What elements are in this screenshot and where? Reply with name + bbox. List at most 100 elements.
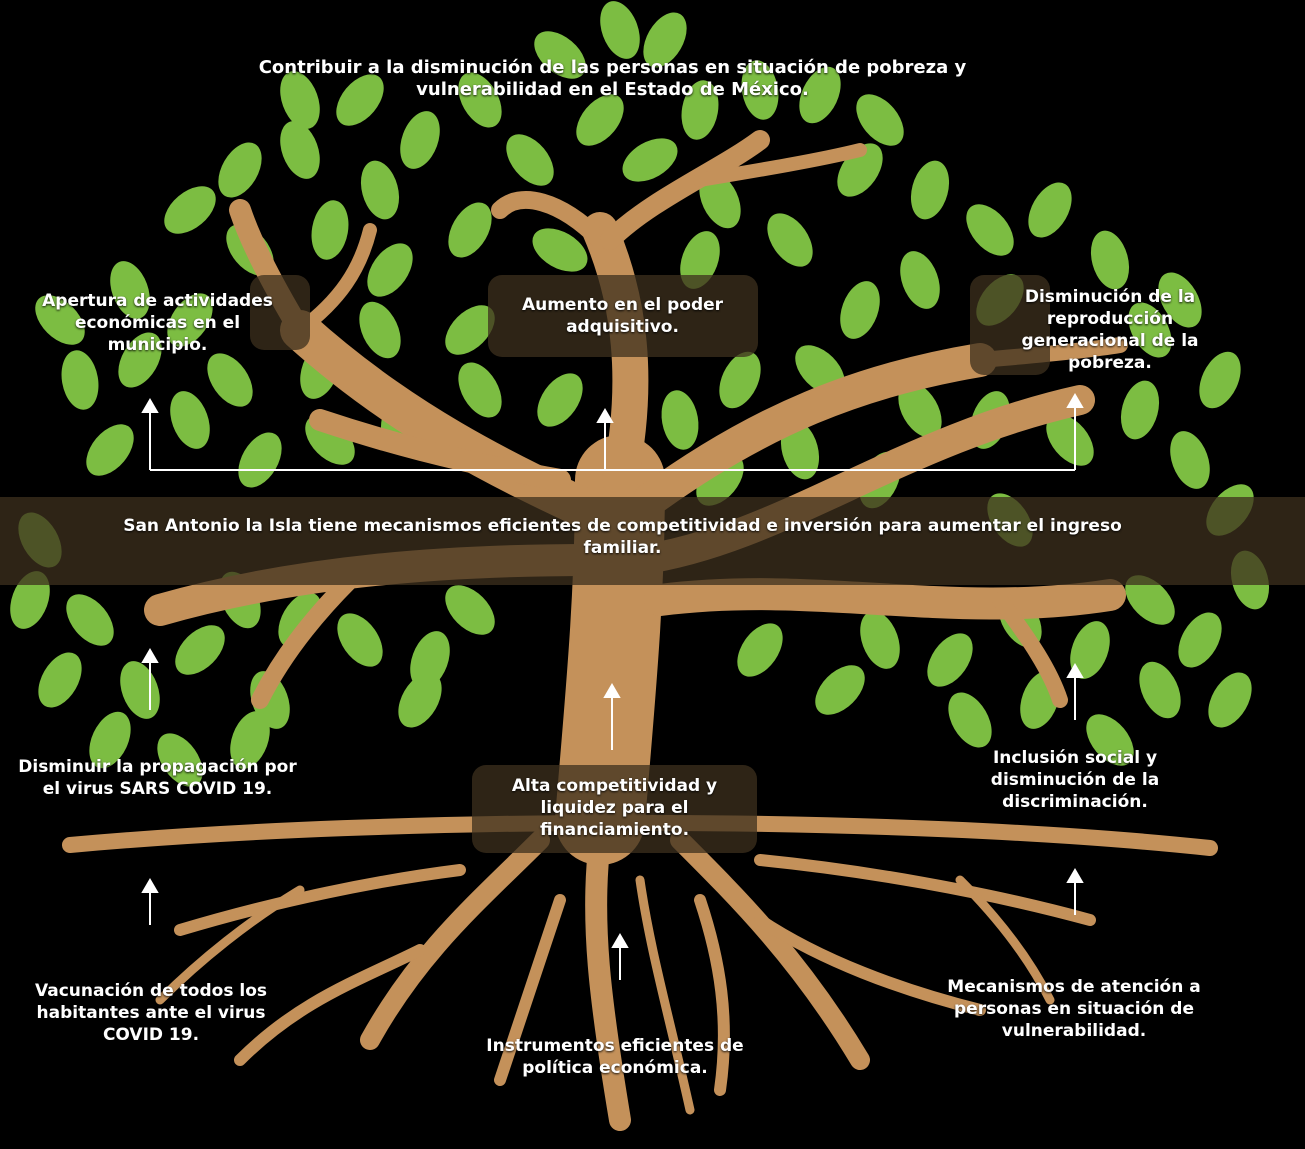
effect-left-text: Apertura de actividades económicas en el… [42,291,273,355]
leaf [840,281,880,339]
leaf [360,160,400,220]
leaf [1199,351,1241,409]
leaf [167,293,213,347]
leaf [398,672,442,728]
leaf [799,66,841,124]
leaf [445,585,495,635]
leaf [89,711,131,769]
leaf [661,390,699,450]
connector-arrows [141,393,1084,980]
leaf [699,171,741,229]
leaf [966,204,1014,256]
leaf [458,362,502,418]
leaf [927,633,973,687]
leaf [898,382,942,438]
arrow-up-icon [1066,663,1084,678]
leaf [448,202,492,258]
leaf [1120,380,1160,440]
leaf [910,160,950,220]
leaf [1178,612,1222,668]
purpose-band [0,497,1305,585]
leaf [337,613,383,667]
leaf [66,594,114,646]
leaf [1139,661,1181,719]
leaf [61,350,99,410]
leaf [38,652,82,708]
leaf [175,625,225,675]
leaf [367,243,413,297]
leaf [311,200,349,260]
leaf [681,80,719,140]
leaf [600,1,640,59]
leaf [532,228,588,272]
leaf [86,424,134,476]
effect-left-band [250,275,310,350]
effect-center-text: Aumento en el poder adquisitivo. [521,295,724,337]
arrow-up-icon [596,408,614,423]
leaf [860,611,900,669]
leaf [1170,431,1210,489]
leaf [1086,714,1134,766]
leaf [737,623,783,677]
leaf [230,711,270,769]
activity-right-text: Mecanismos de atención a personas en sit… [947,977,1201,1041]
component-center-text: Alta competitividad y liquidez para el f… [511,776,718,840]
leaf [537,373,583,427]
leaf [1046,414,1094,466]
purpose-text: San Antonio la Isla tiene mecanismos efi… [123,516,1122,558]
component-left-text: Disminuir la propagación por el virus SA… [18,757,297,799]
leaf [35,295,85,345]
leaf [445,305,495,355]
leaf [1208,672,1252,728]
arrow-up-icon [1066,868,1084,883]
arrow-up-icon [1066,393,1084,408]
leaf [207,353,253,407]
activity-left-text: Vacunación de todos los habitantes ante … [35,981,267,1045]
leaf [506,134,554,186]
arrow-up-icon [141,878,159,893]
leaf [741,60,779,120]
leaf [900,251,940,309]
arrow-up-icon [603,683,621,698]
leaf [643,12,687,68]
arrow-up-icon [141,648,159,663]
goal-text: Contribuir a la disminución de las perso… [258,57,967,100]
leaf [680,231,720,289]
leaf [10,571,50,629]
leaf [1158,272,1202,328]
leaf [170,391,210,449]
leaf [815,665,865,715]
leaf [1090,230,1130,290]
effect-right-text: Disminución de la reproducción generacio… [1021,287,1199,373]
leaf [110,261,150,319]
effect-right-band [970,275,1050,375]
leaf [948,692,992,748]
leaf [576,94,624,146]
component-center-band [472,765,757,853]
leaf [118,332,162,388]
leaf [164,186,216,234]
leaf [719,351,761,409]
leaf [622,138,678,182]
leaf [280,121,320,179]
leaf [1070,621,1110,679]
arrow-up-icon [141,398,159,413]
leaf [400,111,440,169]
leaf [1128,302,1172,358]
leaf [157,733,203,787]
leaf [458,72,502,128]
effect-center-band [488,275,758,357]
leaf [1125,575,1175,625]
activity-center-text: Instrumentos eficientes de política econ… [486,1036,744,1078]
component-right-text: Inclusión social y disminución de la dis… [990,748,1160,812]
leaf [218,142,262,198]
leaf [359,301,401,359]
leaf [534,31,586,79]
leaf [767,213,813,267]
leaf [238,432,282,488]
arrow-up-icon [611,933,629,948]
leaf [410,631,450,689]
leaf [336,74,384,126]
leaf [280,71,320,129]
